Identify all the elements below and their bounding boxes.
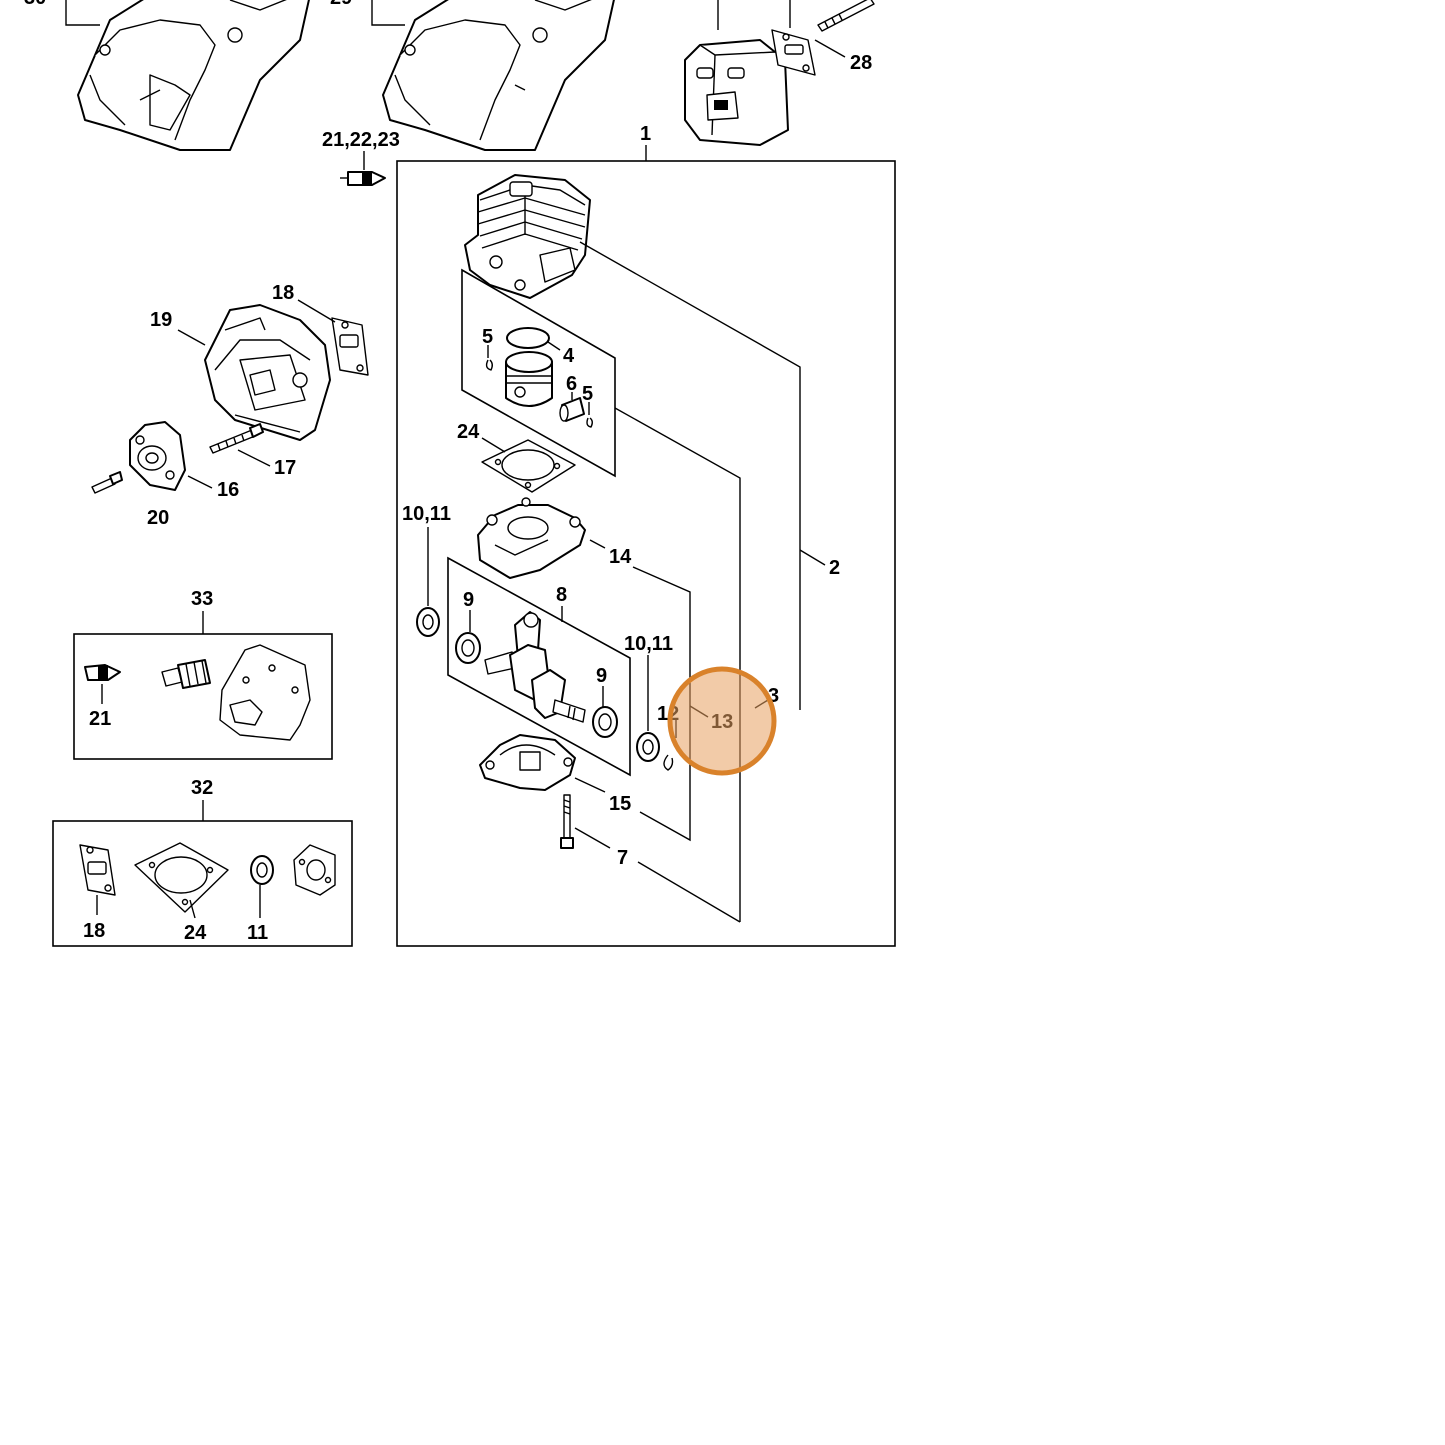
carburetor-screw xyxy=(340,171,386,186)
housing-cover-left xyxy=(77,0,310,151)
label-18b: 18 xyxy=(83,920,105,942)
label-18a: 18 xyxy=(272,282,294,304)
housing-cover-right xyxy=(382,0,615,151)
crankcase-bolt xyxy=(560,794,574,849)
kit32-muffler-gasket xyxy=(293,844,336,896)
cylinder xyxy=(464,174,591,299)
oil-seal-right xyxy=(636,732,660,762)
leader-19 xyxy=(177,329,206,346)
manifold-gasket-18 xyxy=(331,317,369,376)
bracket-3 xyxy=(614,407,741,922)
crankshaft xyxy=(484,611,586,723)
leader-29 xyxy=(371,0,405,26)
leader-24a xyxy=(481,437,506,453)
label-6: 6 xyxy=(566,373,577,395)
crankshaft-kit-box xyxy=(447,556,631,777)
label-9a: 9 xyxy=(463,589,474,611)
circlip-5b xyxy=(586,417,593,428)
leader-14 xyxy=(589,539,606,549)
leader-4 xyxy=(547,341,561,351)
bracket-2 xyxy=(579,241,801,710)
leader-16 xyxy=(187,475,213,489)
label-17: 17 xyxy=(274,457,296,479)
kit32-gasket-18 xyxy=(79,844,116,896)
piston-kit-box xyxy=(461,268,616,478)
label-24b: 24 xyxy=(184,922,207,944)
label-19: 19 xyxy=(150,309,172,331)
leader-30 xyxy=(65,0,100,26)
leader-24b xyxy=(189,899,196,919)
cylinder-gasket xyxy=(481,439,576,493)
label-5a: 5 xyxy=(482,326,493,348)
label-5b: 5 xyxy=(582,383,593,405)
muffler xyxy=(684,39,789,146)
main-kit-box-1 xyxy=(396,160,896,947)
label-4: 4 xyxy=(563,345,575,367)
label-7: 7 xyxy=(617,847,628,869)
kit33-fuel-filter xyxy=(161,659,211,689)
circlip-5a xyxy=(485,359,493,371)
long-screw-17 xyxy=(209,423,264,454)
muffler-gasket xyxy=(771,29,816,76)
leader-7 xyxy=(574,827,611,849)
leader-15 xyxy=(574,777,606,793)
kit33-gasket xyxy=(219,644,311,741)
short-screw-20 xyxy=(91,471,123,494)
label-15: 15 xyxy=(609,793,631,815)
label-16: 16 xyxy=(217,479,239,501)
kit32-seal xyxy=(250,855,274,885)
label-21: 21 xyxy=(89,708,111,730)
crankcase-upper xyxy=(477,497,586,579)
highlight-circle xyxy=(667,666,777,776)
label-9b: 9 xyxy=(596,665,607,687)
kit-box-33 xyxy=(73,633,333,760)
label-8: 8 xyxy=(556,584,567,606)
label-20: 20 xyxy=(147,507,169,529)
label-21-22-23: 21,22,23 xyxy=(322,129,400,151)
label-29: 29 xyxy=(330,0,352,9)
label-2: 2 xyxy=(829,557,840,579)
label-1: 1 xyxy=(640,123,651,145)
intake-manifold xyxy=(204,304,331,441)
label-10-11a: 10,11 xyxy=(402,503,451,525)
crankcase-lower xyxy=(479,734,576,791)
oil-seal-left xyxy=(416,607,440,637)
muffler-bolt xyxy=(817,0,875,32)
kit-box-32 xyxy=(52,820,353,947)
circlip-12 xyxy=(663,754,674,771)
bearing-9a xyxy=(455,632,481,664)
label-10-11b: 10,11 xyxy=(624,633,673,655)
label-11: 11 xyxy=(247,922,268,944)
label-14: 14 xyxy=(609,546,632,568)
label-28: 28 xyxy=(850,52,872,74)
bearing-9b xyxy=(592,706,618,738)
leader-2 xyxy=(799,549,826,566)
bracket-7 xyxy=(637,861,741,923)
leader-17 xyxy=(237,449,271,467)
piston xyxy=(505,351,553,407)
label-32: 32 xyxy=(191,777,213,799)
carburetor-flange xyxy=(129,421,186,491)
kit33-screw xyxy=(84,664,121,681)
piston-pin xyxy=(559,397,585,422)
leader-28 xyxy=(814,39,846,58)
label-24a: 24 xyxy=(457,421,480,443)
label-3: 3 xyxy=(768,685,779,707)
leader-18a xyxy=(297,299,336,323)
label-30: 30 xyxy=(24,0,46,9)
label-33: 33 xyxy=(191,588,213,610)
piston-ring xyxy=(506,327,550,349)
kit32-cylinder-gasket xyxy=(134,842,229,913)
